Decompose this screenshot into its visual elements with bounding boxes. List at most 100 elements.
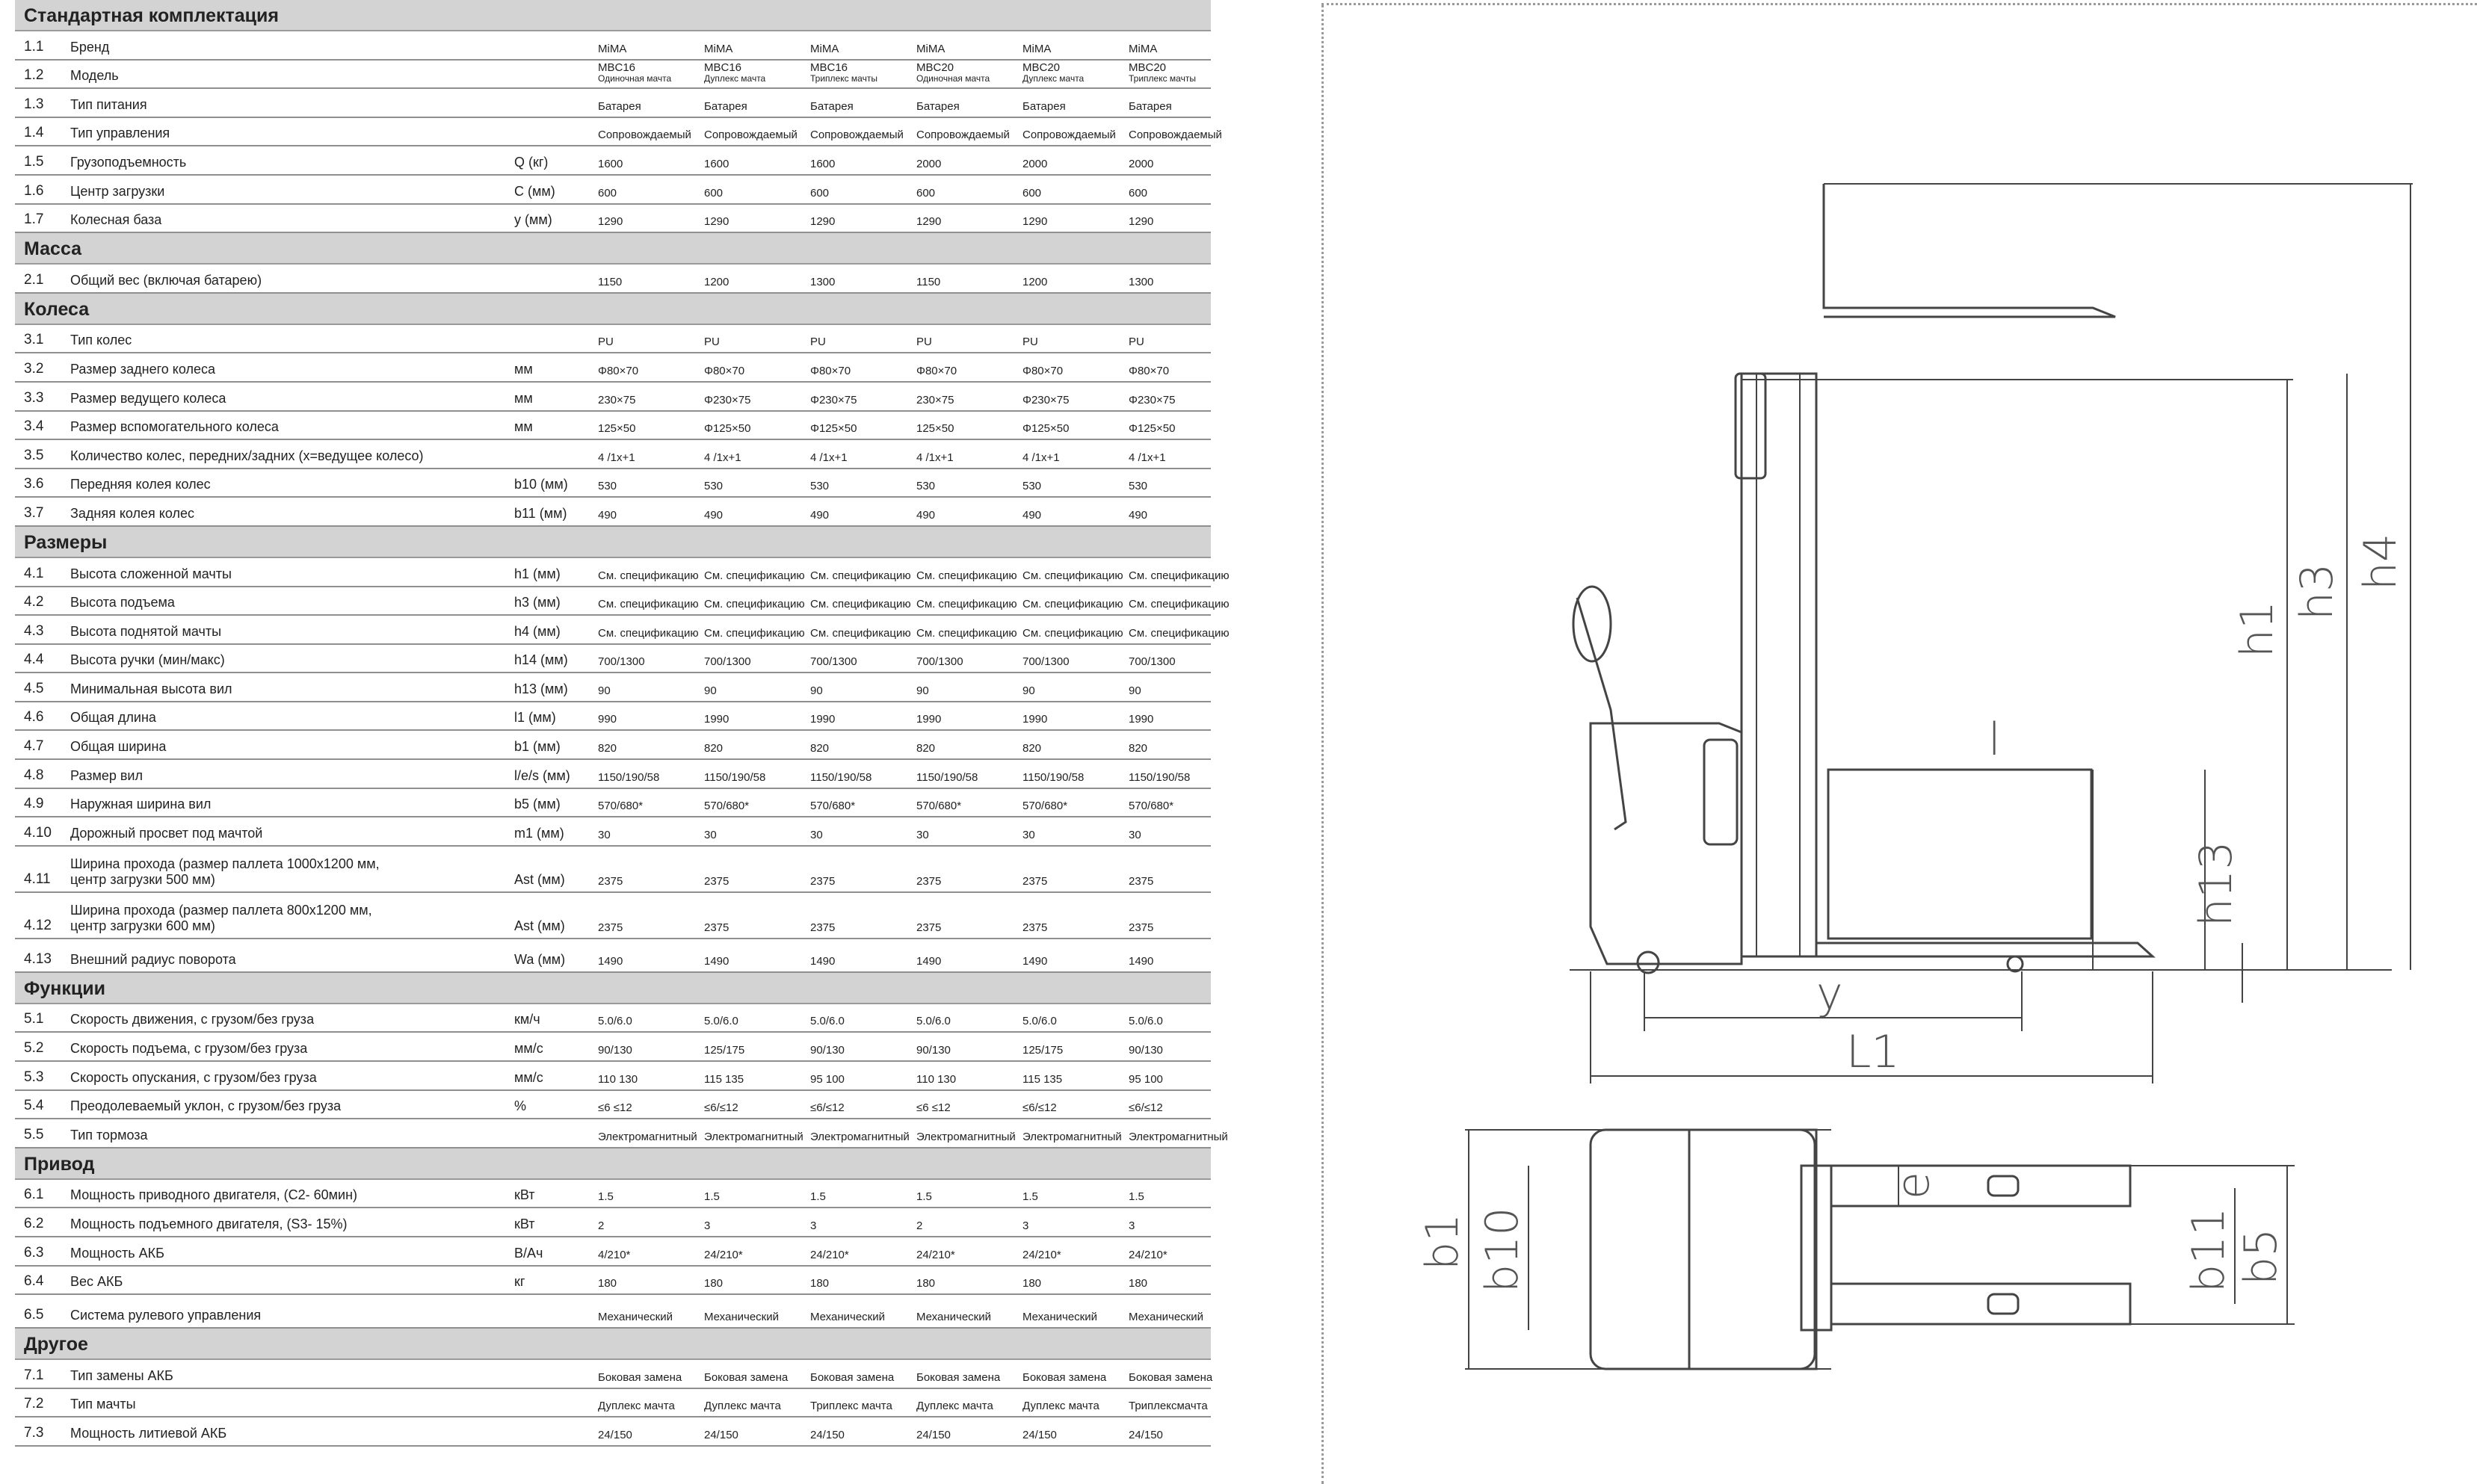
value-cell: 1290 [704,215,729,229]
value-cell: 820 [1022,742,1042,755]
value-cell: 2375 [598,874,623,888]
value-cell: 2375 [1022,874,1048,888]
row-label: Размер вспомогательного колеса [70,419,279,435]
row-number: 5.4 [24,1098,44,1114]
dim-h13: h13 [2190,841,2242,927]
value-cell: 700/1300 [1022,655,1070,669]
value-cell: 2000 [916,157,942,170]
row-number: 7.3 [24,1424,44,1441]
value-cell: MiMA [598,42,627,55]
row-label: Вес АКБ [70,1274,123,1290]
value-cell: MiMA [810,42,839,55]
value-cell: 24/150 [704,1428,738,1441]
value-cell: См. спецификацию [704,626,805,640]
value-cell: Φ230×75 [1129,393,1176,406]
dim-h1: h1 [2231,601,2283,658]
row-label: Общий вес (включая батарею) [70,272,262,288]
value-cell: 30 [1022,828,1035,841]
value-cell: 600 [1022,186,1042,200]
value-cell: Батарея [1022,99,1066,113]
value-cell: 530 [916,480,936,493]
row-values: Дуплекс мачта Дуплекс мачта Триплекс мачта… [598,1400,1235,1412]
value-cell: 990 [598,713,617,726]
value-cell: 30 [810,828,823,841]
value-cell: 1600 [598,157,623,170]
value-cell: Электромагнитный [916,1130,1016,1143]
value-cell: Φ125×50 [704,422,751,436]
row-number: 1.7 [24,211,44,228]
row-label: Высота сложенной мачты [70,566,232,581]
value-cell: 3 [810,1219,817,1232]
value-cell: 30 [1129,828,1141,841]
row-label: Мощность приводного двигателя, (C2- 60ми… [70,1187,358,1203]
value-cell: Боковая замена [1022,1370,1107,1384]
value-cell: 1150/190/58 [598,770,660,784]
row-number: 6.2 [24,1216,44,1231]
value-cell: 4/210* [598,1248,631,1261]
side-view [1570,183,2413,1083]
value-cell: 530 [1022,480,1042,493]
value-cell: 1.5 [1129,1190,1144,1204]
row-label: Скорость подъема, с грузом/без груза [70,1041,308,1057]
value-cell: 570/680* [1129,800,1174,813]
value-cell: 230×75 [598,393,636,406]
value-cell: 490 [1129,508,1148,522]
value-cell: 2000 [1129,157,1154,170]
row-number: 4.11 [24,871,51,887]
row-number: 7.1 [24,1367,44,1383]
row-number: 4.5 [24,680,44,696]
row-values: ≤6 ≤12≤6/≤12≤6/≤12≤6 ≤12≤6/≤12≤6/≤12 [598,1102,1235,1114]
value-cell: Дуплекс мачта [1022,1400,1099,1413]
section-header: Стандартная комплектация [15,0,1211,31]
row-unit: h13 (мм) [514,681,568,696]
value-cell: 1990 [704,713,729,726]
top-divider [1321,3,2477,5]
row-number: 7.2 [24,1396,44,1412]
row-unit: Ast (мм) [514,871,565,887]
row-unit: % [514,1098,527,1114]
value-cell: 115 135 [704,1072,744,1086]
value-cell: 24/150 [1022,1428,1057,1441]
value-cell: 4 /1x+1 [598,451,635,464]
section-header: Функции [15,972,1211,1004]
value-cell: См. спецификацию [704,569,805,582]
value-cell: Φ230×75 [810,393,857,406]
value-cell: Триплекс мачта [810,1400,892,1413]
value-cell: 3 [1129,1219,1135,1232]
value-cell: Сопровождаемый [1022,129,1116,142]
value-cell: 1150/190/58 [704,770,766,784]
section-header: Привод [15,1148,1211,1180]
value-cell: 24/150 [810,1428,845,1441]
value-cell: Дуплекс мачта [916,1400,993,1413]
value-cell: См. спецификацию [704,598,805,611]
value-cell: Φ80×70 [810,364,851,377]
value-cell: См. спецификацию [1022,598,1123,611]
dim-l: l [1988,714,2001,766]
value-cell: Механический [916,1311,991,1324]
row-unit: км/ч [514,1012,540,1027]
value-cell: См. спецификацию [1129,626,1230,640]
value-cell: 490 [598,508,617,522]
value-cell: Φ80×70 [1129,364,1170,377]
value-cell: 570/680* [810,800,856,813]
top-body [1589,1128,1816,1370]
value-cell: Сопровождаемый [916,129,1010,142]
